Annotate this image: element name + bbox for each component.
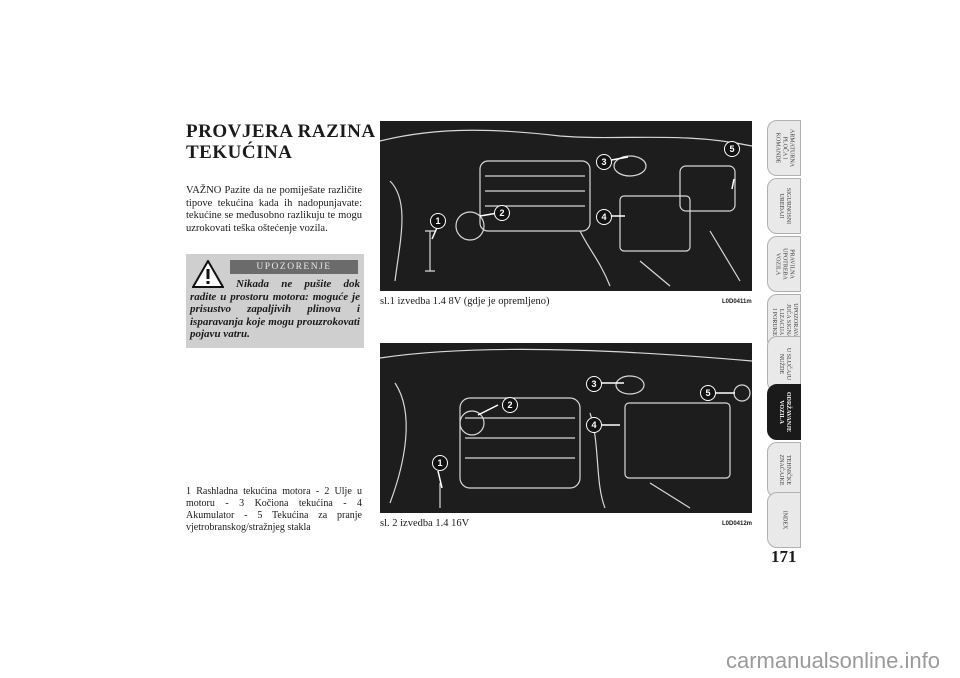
marker-4: 4 [586, 417, 602, 433]
figure-legend: 1 Rashladna tekućina motora - 2 Ulje u m… [186, 486, 362, 533]
tab-label: PRAVILNA UPOTREBA VOZILA [774, 248, 795, 280]
marker-1: 1 [432, 455, 448, 471]
page-title: PROVJERA RAZINA TEKUĆINA [186, 121, 375, 163]
engine-drawing-2 [380, 343, 752, 513]
tab-label: ARMATURNA PLOČA I KOMANDE [774, 128, 795, 167]
page-number: 171 [771, 547, 797, 566]
warning-text: Nikada ne pušite dok radite u prostoru m… [190, 278, 360, 340]
figure-1-caption: sl.1 izvedba 1.4 8V (gdje je opremljeno) [380, 296, 550, 307]
figure-1-code: L0D0411m [722, 299, 752, 305]
tab-pravilna-upotreba[interactable]: PRAVILNA UPOTREBA VOZILA [767, 236, 801, 292]
engine-figure-1: 1 2 3 4 5 [380, 121, 752, 291]
warning-box: UPOZORENJE Nikada ne pušite dok radite u… [186, 254, 364, 348]
tab-odrzavanje-vozila[interactable]: ODRŽAVANJE VOZILA [767, 384, 801, 440]
tab-label: SIGURNOSNI UREĐAJI [778, 187, 791, 225]
tab-label: INDEX [781, 510, 788, 530]
intro-paragraph: VAŽNO Pazite da ne pomiješate različite … [186, 185, 362, 234]
tab-u-slucaju-nuzde[interactable]: U SLUČAJU NUŽDE [767, 336, 801, 392]
figure-2-code: L0D0412m [722, 521, 753, 527]
marker-2: 2 [502, 397, 518, 413]
warning-header: UPOZORENJE [230, 260, 358, 274]
watermark: carmanualsonline.info [725, 648, 940, 673]
marker-1: 1 [430, 213, 446, 229]
engine-drawing-1 [380, 121, 752, 291]
figure-2-caption: sl. 2 izvedba 1.4 16V [380, 518, 470, 529]
warning-triangle-icon [192, 260, 224, 288]
tab-armaturna-ploca[interactable]: ARMATURNA PLOČA I KOMANDE [767, 120, 801, 176]
marker-3: 3 [596, 154, 612, 170]
tab-label: ODRŽAVANJE VOZILA [778, 391, 791, 433]
tab-index[interactable]: INDEX [767, 492, 801, 548]
tab-label: TEHNIČKE ZNAČAJKE [778, 454, 791, 486]
marker-4: 4 [596, 209, 612, 225]
marker-5: 5 [700, 385, 716, 401]
marker-3: 3 [586, 376, 602, 392]
tab-tehnicke-znacajke[interactable]: TEHNIČKE ZNAČAJKE [767, 442, 801, 498]
marker-5: 5 [724, 141, 740, 157]
marker-2: 2 [494, 205, 510, 221]
tab-sigurnosni-uredaji[interactable]: SIGURNOSNI UREĐAJI [767, 178, 801, 234]
tab-label: U SLUČAJU NUŽDE [778, 347, 791, 381]
engine-figure-2: 1 2 3 4 5 [380, 343, 752, 513]
